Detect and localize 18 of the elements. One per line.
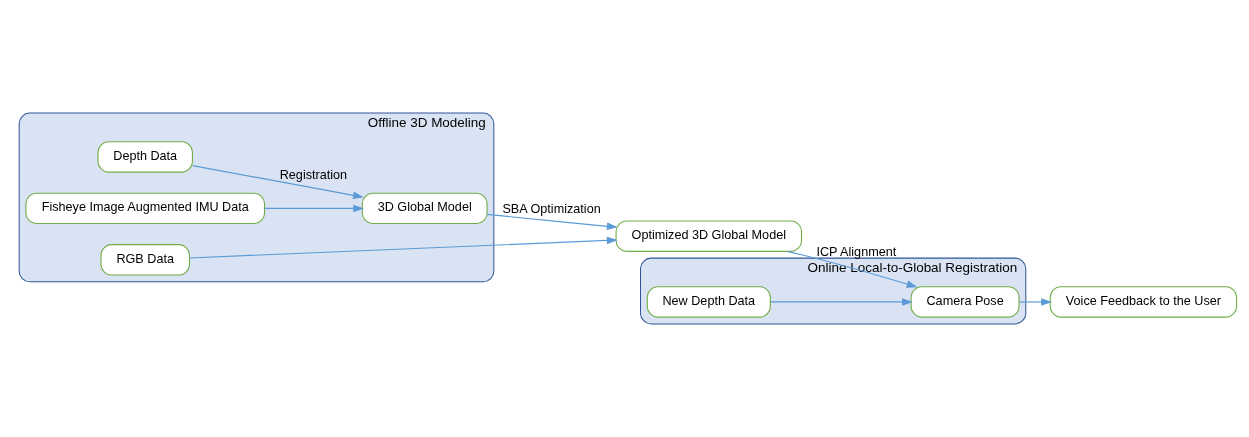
arrow — [786, 250, 918, 288]
node-box: RGB Data — [100, 244, 191, 276]
node-box: New Depth Data — [646, 286, 771, 318]
edge-label: SBA Optimization — [502, 201, 601, 216]
arrow — [189, 236, 618, 259]
arrow — [264, 204, 365, 213]
node-box: 3D Global Model — [361, 192, 488, 225]
arrow — [486, 213, 618, 230]
arrow — [1018, 298, 1052, 306]
edge-label: Registration — [279, 167, 348, 182]
node-box: Voice Feedback to the User — [1049, 286, 1238, 318]
node-box: Fisheye Image Augmented IMU Data — [25, 192, 266, 225]
arrow — [191, 164, 364, 200]
node-box: Camera Pose — [910, 286, 1020, 318]
edge-label: ICP Alignment — [816, 244, 897, 259]
arrow — [770, 298, 913, 306]
node-box: Depth Data — [97, 141, 193, 173]
node-box: Optimized 3D Global Model — [615, 220, 803, 252]
